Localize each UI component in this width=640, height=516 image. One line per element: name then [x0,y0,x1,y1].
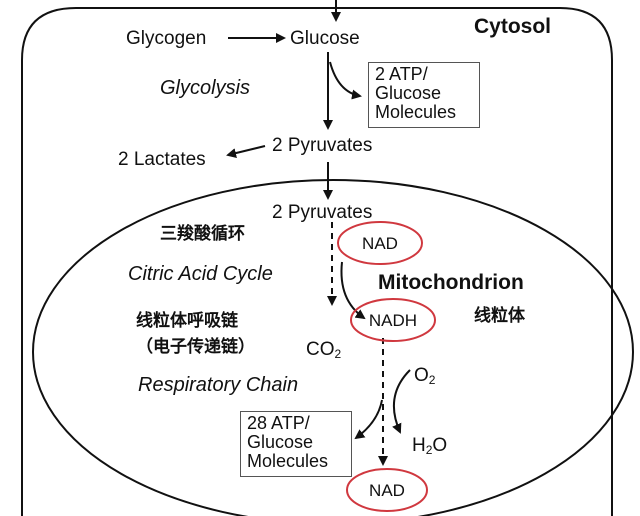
nad-to-nadh-arrow [340,261,366,320]
atp-box-top-line3: Molecules [375,102,457,122]
co2-label: CO2 [306,339,342,361]
glycogen-label: Glycogen [126,28,207,49]
atp-box-bottom-line1: 28 ATP/ [247,413,310,433]
mitochondrion-label: Mitochondrion [378,271,524,294]
glycolysis-label: Glycolysis [160,77,251,99]
atp-bottom-arrow [354,399,383,440]
atp-side-arrow [329,61,362,100]
mitochondrion-boundary [32,179,634,516]
glucose-label: Glucose [290,28,360,49]
nad-bottom-label: NAD [369,481,405,500]
cn-mito-label: 线粒体 [474,306,525,326]
atp-box-top: 2 ATP/ Glucose Molecules [368,62,480,128]
atp-box-bottom-line3: Molecules [247,451,329,471]
pyruvates-mito-label: 2 Pyruvates [272,202,373,223]
atp-box-top-line2: Glucose [375,83,442,103]
o2-label: O2 [414,365,436,387]
pyruvate-to-lactate-arrow [226,145,266,158]
atp-box-bottom: 28 ATP/ Glucose Molecules [240,411,352,477]
nadh-label: NADH [368,311,418,330]
cn-resp-line2: （电子传递链） [136,337,255,357]
cytosol-boundary [21,7,613,516]
cn-resp-line1: 线粒体呼吸链 [136,311,238,331]
atp-box-top-line1: 2 ATP/ [375,64,428,84]
lactates-label: 2 Lactates [118,149,206,170]
o2-to-h2o-arrow [392,369,411,434]
citric-acid-cycle-label: Citric Acid Cycle [128,263,273,285]
cytosol-label: Cytosol [474,15,552,38]
nad-top-label: NAD [362,234,398,253]
atp-box-bottom-line2: Glucose [247,432,314,452]
nadh-highlight [350,298,436,342]
nad-top-highlight [337,221,423,265]
nad-bottom-highlight [346,468,428,512]
h2o-label: H2O [412,435,448,457]
respiratory-chain-label: Respiratory Chain [138,374,299,396]
pyruvates-cytosol-label: 2 Pyruvates [272,135,373,156]
cn-tca-label: 三羧酸循环 [160,224,245,244]
